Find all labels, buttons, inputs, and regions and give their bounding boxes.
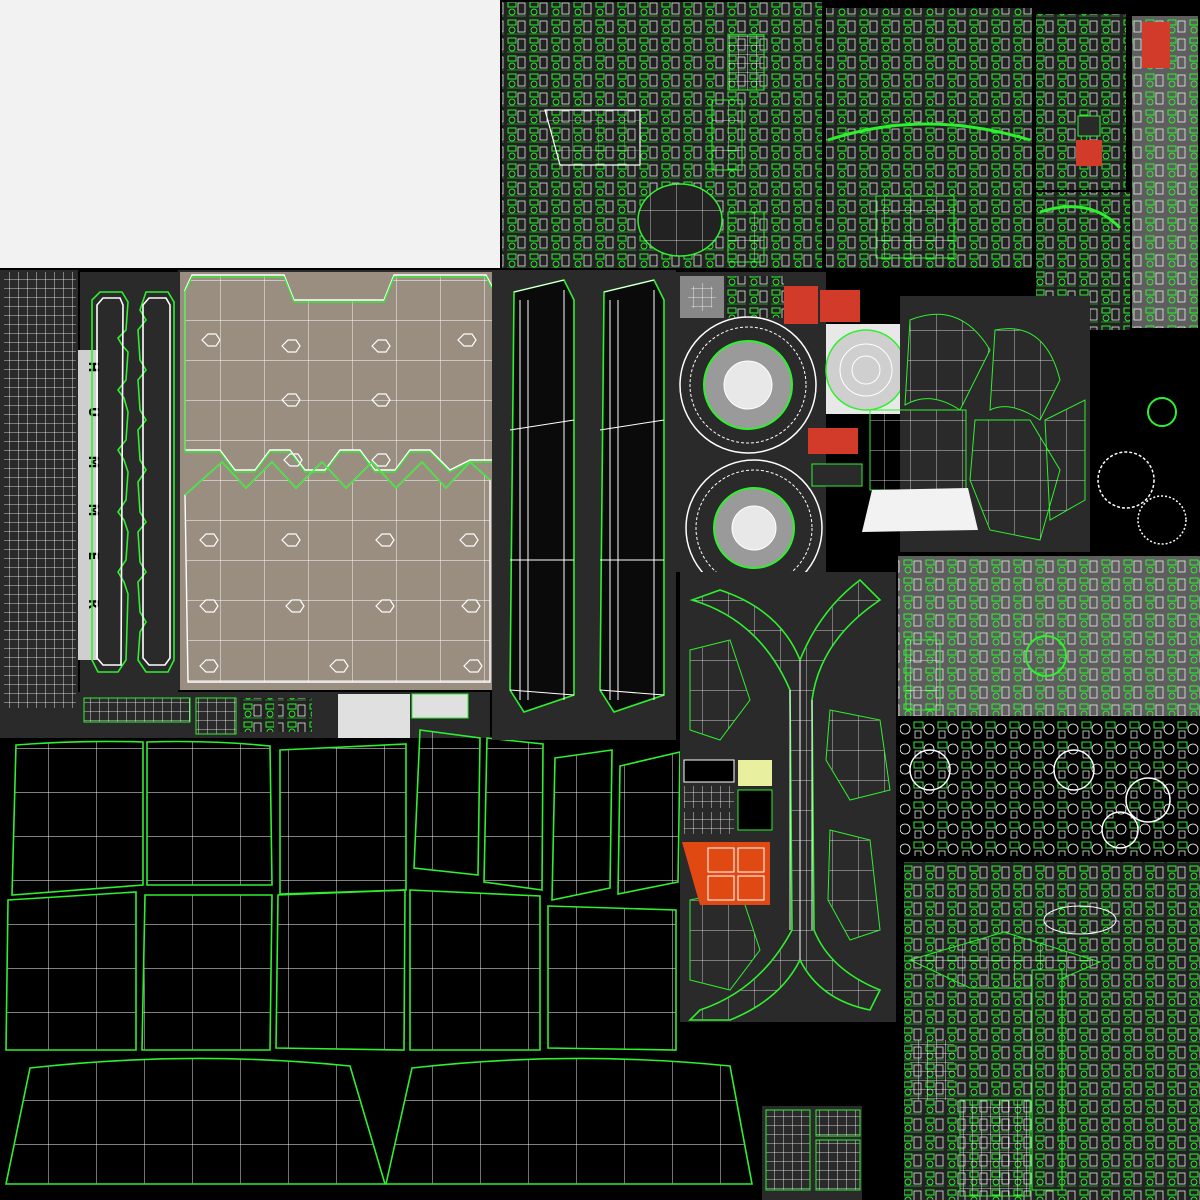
body-panel-row-1 (11, 729, 681, 901)
blank-white-region (0, 0, 500, 268)
side-step-bars (492, 270, 676, 740)
hub-and-tags (784, 286, 908, 487)
uv-block-right-3 (904, 862, 1200, 1200)
chassis-frame (680, 572, 896, 1022)
body-panel-row-2 (5, 889, 677, 1051)
uv-block-top-2 (826, 8, 1032, 268)
small-parts-strip (78, 692, 490, 738)
uv-block-top-3 (1036, 14, 1198, 330)
left-grid-strip (0, 270, 78, 738)
windshield-panels (5, 1057, 753, 1185)
uv-block-top-1 (502, 2, 822, 268)
grille-frames (91, 291, 175, 673)
uv-block-right-1 (898, 556, 1200, 716)
hood-panel (178, 270, 500, 690)
uv-block-right-2 (900, 720, 1200, 856)
small-texture-tiles (682, 759, 773, 905)
hood-vent-hexagons (199, 333, 483, 673)
curved-panel-cluster (862, 296, 1187, 552)
small-grid-tiles-bottom (762, 1106, 862, 1200)
